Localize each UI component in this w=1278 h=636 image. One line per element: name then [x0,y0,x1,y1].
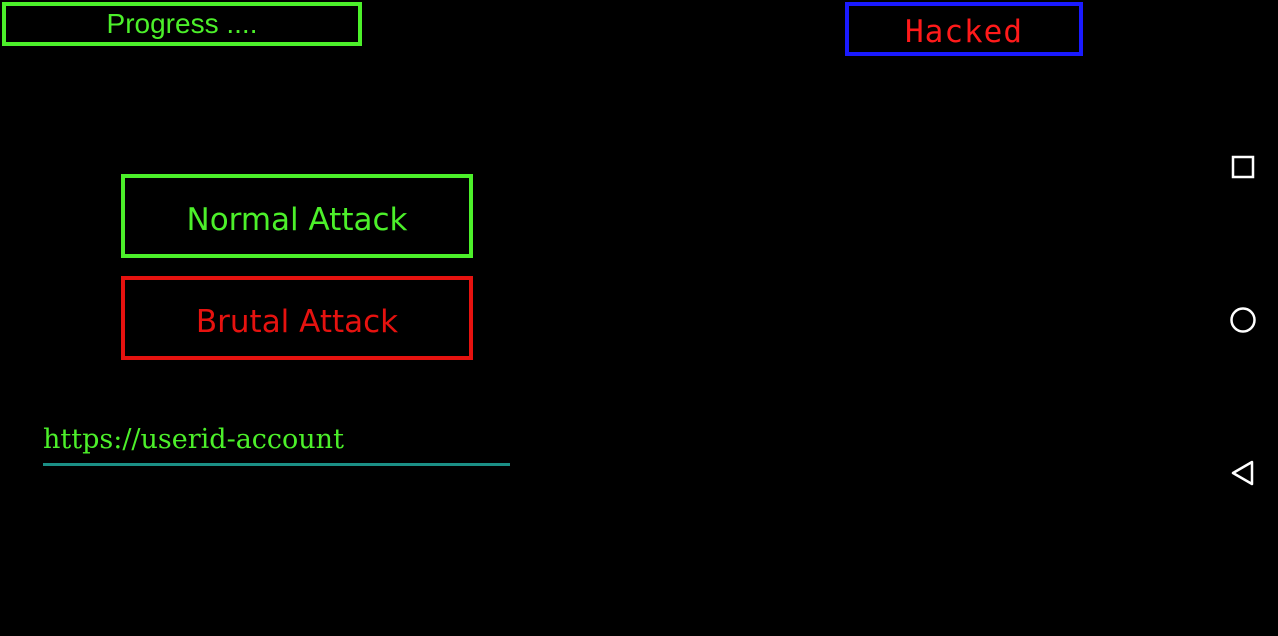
back-triangle-icon[interactable] [1226,456,1260,490]
progress-label: Progress .... [2,2,362,46]
brutal-attack-button[interactable]: Brutal Attack [121,276,473,360]
recents-square-icon[interactable] [1226,150,1260,184]
normal-attack-button[interactable]: Normal Attack [121,174,473,258]
home-circle-icon[interactable] [1226,303,1260,337]
url-input[interactable] [43,415,510,466]
system-navigation-bar [1208,0,1278,636]
status-label-hacked: Hacked [845,2,1083,56]
